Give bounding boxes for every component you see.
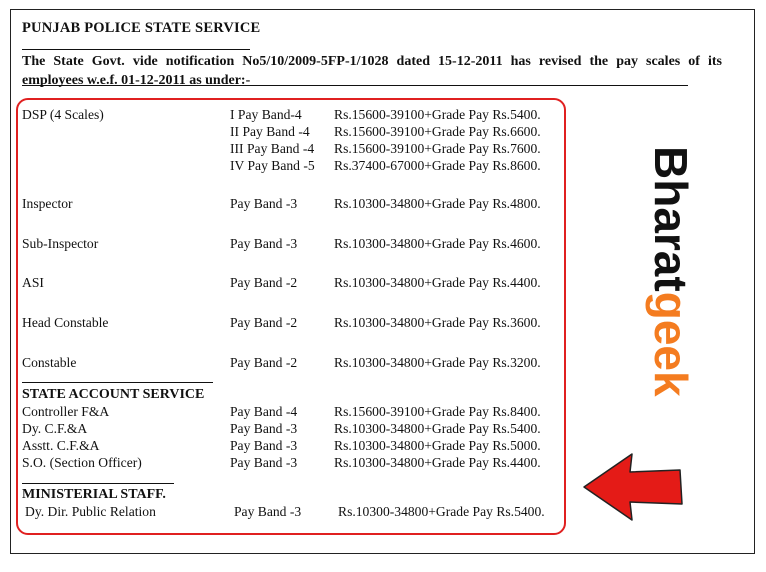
rank-label: Constable <box>22 355 77 370</box>
section-rule <box>22 382 213 383</box>
pay-scale: Rs.10300-34800+Grade Pay Rs.4400. <box>334 275 541 290</box>
section-heading-ministerial: MINISTERIAL STAFF. <box>22 487 166 502</box>
pay-band: Pay Band -3 <box>230 196 298 211</box>
document-title: PUNJAB POLICE STATE SERVICE <box>22 20 261 36</box>
pay-band: Pay Band -3 <box>230 438 298 453</box>
pay-band: II Pay Band -4 <box>230 124 310 139</box>
pay-scale: Rs.15600-39100+Grade Pay Rs.7600. <box>334 141 541 156</box>
intro-underline <box>22 85 688 86</box>
section-rule <box>22 483 174 484</box>
bharatgeek-watermark: Bharatgeek <box>645 146 697 397</box>
pay-band: Pay Band -3 <box>230 455 298 470</box>
rank-label: DSP (4 Scales) <box>22 107 104 122</box>
rank-label: Sub-Inspector <box>22 236 99 251</box>
rank-label: Dy. C.F.&A <box>22 421 88 436</box>
pay-scale: Rs.10300-34800+Grade Pay Rs.5400. <box>334 421 541 436</box>
highlight-box <box>16 98 566 535</box>
pay-scale: Rs.37400-67000+Grade Pay Rs.8600. <box>334 158 541 173</box>
watermark-part2: geek <box>645 292 697 397</box>
pay-band: I Pay Band-4 <box>230 107 302 122</box>
pay-scale: Rs.10300-34800+Grade Pay Rs.3600. <box>334 315 541 330</box>
pay-scale: Rs.10300-34800+Grade Pay Rs.4600. <box>334 236 541 251</box>
pay-band: Pay Band -4 <box>230 404 298 419</box>
section-heading-account: STATE ACCOUNT SERVICE <box>22 387 205 402</box>
rank-label: Controller F&A <box>22 404 110 419</box>
pay-scale: Rs.15600-39100+Grade Pay Rs.5400. <box>334 107 541 122</box>
svg-text:Bharatgeek: Bharatgeek <box>645 146 697 397</box>
watermark-part1: Bharat <box>645 146 697 292</box>
pay-band: Pay Band -2 <box>230 275 298 290</box>
pay-band: IV Pay Band -5 <box>230 158 315 173</box>
pay-band: Pay Band -2 <box>230 355 298 370</box>
rank-label: Inspector <box>22 196 73 211</box>
pay-scale: Rs.10300-34800+Grade Pay Rs.3200. <box>334 355 541 370</box>
pay-scale: Rs.10300-34800+Grade Pay Rs.5000. <box>334 438 541 453</box>
pay-scale: Rs.10300-34800+Grade Pay Rs.4400. <box>334 455 541 470</box>
pay-band: Pay Band -3 <box>230 421 298 436</box>
pay-scale: Rs.10300-34800+Grade Pay Rs.5400. <box>338 504 545 519</box>
rank-label: Asstt. C.F.&A <box>22 438 100 453</box>
title-underline <box>22 49 250 50</box>
rank-label: ASI <box>22 275 44 290</box>
pay-band: Pay Band -2 <box>230 315 298 330</box>
rank-label: Dy. Dir. Public Relation <box>25 504 156 519</box>
pay-scale: Rs.10300-34800+Grade Pay Rs.4800. <box>334 196 541 211</box>
pay-scale: Rs.15600-39100+Grade Pay Rs.8400. <box>334 404 541 419</box>
rank-label: Head Constable <box>22 315 109 330</box>
pay-scale: Rs.15600-39100+Grade Pay Rs.6600. <box>334 124 541 139</box>
pay-band: Pay Band -3 <box>234 504 302 519</box>
pay-band: Pay Band -3 <box>230 236 298 251</box>
red-arrow-icon <box>583 453 683 521</box>
notification-intro: The State Govt. vide notification No5/10… <box>22 54 722 88</box>
pay-band: III Pay Band -4 <box>230 141 315 156</box>
rank-label: S.O. (Section Officer) <box>22 455 142 470</box>
document-frame <box>10 9 755 554</box>
